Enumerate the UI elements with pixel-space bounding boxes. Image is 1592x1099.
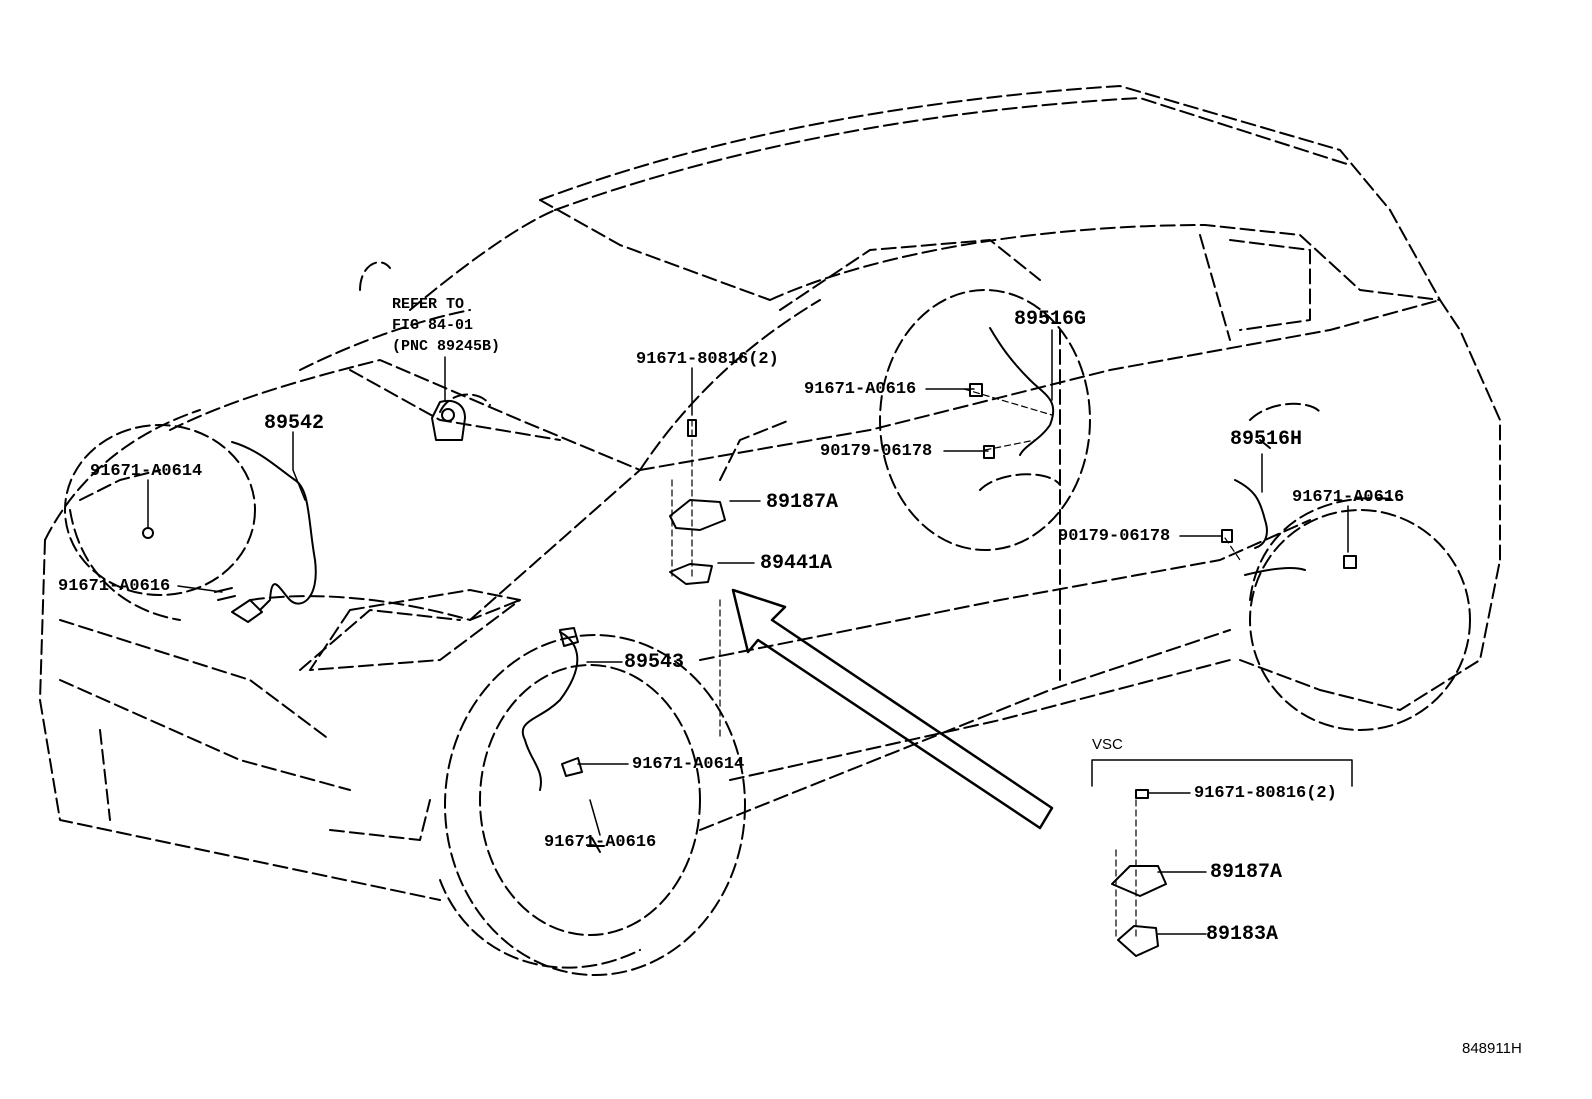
part-label-91671-a0616-front[interactable]: 91671-A0616 — [58, 577, 171, 596]
part-label-91671-80816[interactable]: 91671-80816(2) — [636, 350, 779, 369]
part-label-90179-06178-door[interactable]: 90179-06178 — [820, 442, 933, 461]
wheels — [64, 289, 1471, 976]
assembly-guides — [671, 388, 1241, 941]
sensor-harnesses — [231, 327, 1306, 791]
refer-note-line-3: (PNC 89245B) — [392, 338, 501, 355]
front-detail-lines — [79, 469, 521, 821]
vsc-part-label-89183a[interactable]: 89183A — [1206, 923, 1279, 946]
part-label-91671-a0614-wheel[interactable]: 91671-A0614 — [632, 755, 745, 774]
hardware-parts — [142, 383, 1357, 957]
part-label-89542[interactable]: 89542 — [264, 412, 325, 435]
part-label-91671-a0616-rear[interactable]: 91671-A0616 — [1292, 488, 1405, 507]
part-label-89516g[interactable]: 89516G — [1014, 308, 1087, 331]
leader-lines — [147, 329, 1353, 935]
part-label-89543[interactable]: 89543 — [624, 651, 685, 674]
location-arrow — [731, 588, 1054, 830]
part-label-90179-06178-rear[interactable]: 90179-06178 — [1058, 527, 1171, 546]
part-label-91671-a0616-wheel[interactable]: 91671-A0616 — [544, 833, 657, 852]
vsc-part-label-89187a[interactable]: 89187A — [1210, 861, 1283, 884]
figure-code: 848911H — [1462, 1040, 1522, 1057]
vsc-part-label-91671-80816[interactable]: 91671-80816(2) — [1194, 784, 1337, 803]
car-body-outline — [39, 85, 1501, 901]
refer-note-line-1: REFER TO — [392, 296, 465, 313]
vsc-inset-title: VSC — [1092, 736, 1123, 753]
part-label-91671-a0616-rear-door[interactable]: 91671-A0616 — [804, 380, 917, 399]
refer-note-line-2: FIG 84-01 — [392, 317, 474, 334]
part-label-89187a[interactable]: 89187A — [766, 491, 839, 514]
part-label-89441a[interactable]: 89441A — [760, 552, 833, 575]
part-label-89516h[interactable]: 89516H — [1230, 428, 1303, 451]
part-label-91671-a0614-front[interactable]: 91671-A0614 — [90, 462, 203, 481]
